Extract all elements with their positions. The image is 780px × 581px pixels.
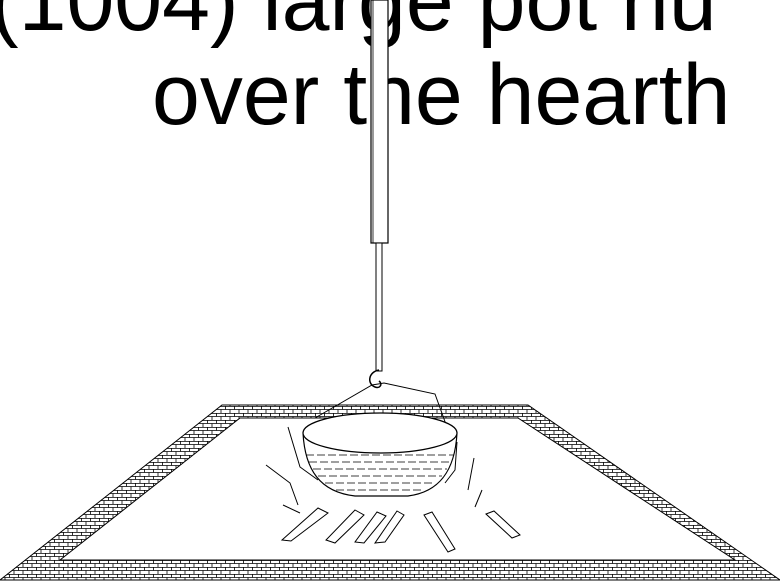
hanger-rod [376, 243, 382, 371]
hanger-pole [371, 0, 388, 243]
cooking-pot [303, 413, 457, 496]
fire-logs [282, 508, 520, 552]
